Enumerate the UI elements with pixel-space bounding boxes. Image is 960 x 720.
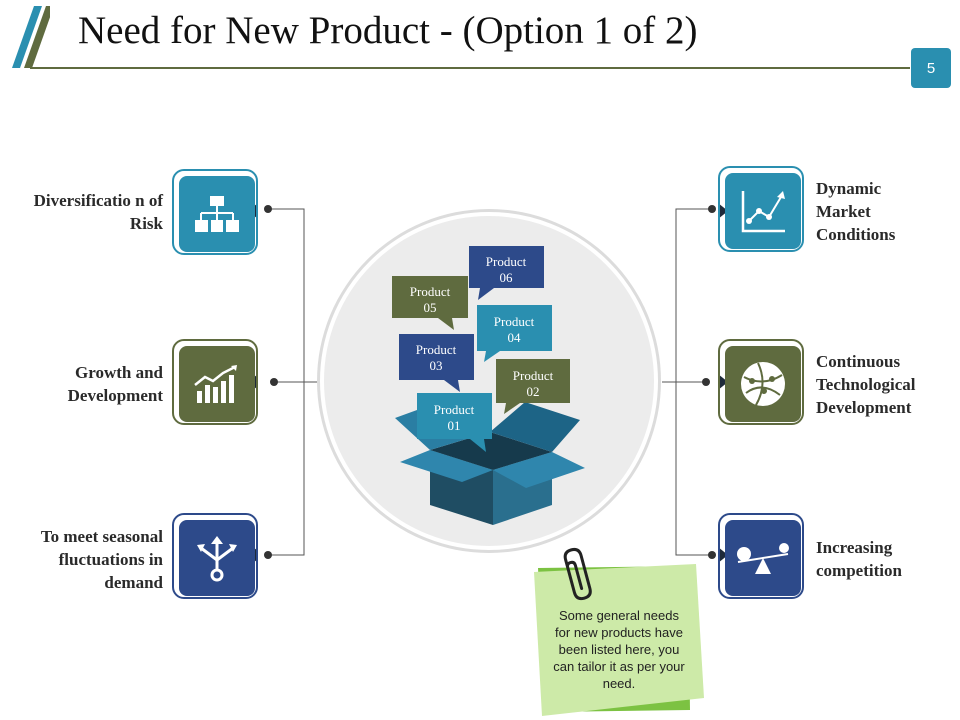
svg-text:04: 04 (508, 330, 522, 345)
bubble-product-03: Product 03 (399, 334, 474, 392)
bubble-product-04: Product 04 (477, 305, 552, 362)
open-box (395, 398, 585, 525)
center-product-illustration: Product 06 Product 05 Product 04 Product… (317, 209, 661, 553)
page-title: Need for New Product - (Option 1 of 2) (78, 9, 698, 52)
bubble-product-02: Product 02 (496, 359, 570, 414)
svg-text:03: 03 (430, 358, 443, 373)
label-growth-and-development: Growth and Development (67, 363, 163, 405)
growth-chart-icon (194, 365, 237, 403)
tile-competition (718, 513, 804, 599)
svg-text:Product: Product (513, 368, 554, 383)
sticky-note-text: Some general needs for new products have… (553, 608, 685, 691)
tile-growth (172, 339, 258, 425)
header-accent-stripes (12, 6, 50, 68)
tile-diversification (172, 169, 258, 255)
svg-text:Product: Product (410, 284, 451, 299)
label-seasonal-fluctuations: To meet seasonal fluctuations in demand (40, 527, 163, 592)
svg-text:02: 02 (527, 384, 540, 399)
svg-text:01: 01 (448, 418, 461, 433)
label-increasing-competition: Increasing competition (816, 538, 902, 580)
svg-text:Product: Product (434, 402, 475, 417)
svg-text:Product: Product (486, 254, 527, 269)
split-arrows-icon (197, 536, 237, 582)
globe-network-icon (741, 362, 785, 406)
header-underline (30, 67, 910, 69)
label-diversification-of-risk: Diversificatio n of Risk (33, 191, 163, 233)
tile-dynamic-market (718, 166, 804, 252)
svg-text:Product: Product (416, 342, 457, 357)
line-chart-icon (741, 191, 785, 233)
svg-text:06: 06 (500, 270, 514, 285)
label-continuous-technological-development: Continuous Technological Development (816, 352, 916, 417)
svg-text:05: 05 (424, 300, 437, 315)
seesaw-icon (737, 543, 789, 574)
hierarchy-icon (195, 196, 239, 232)
bubble-product-05: Product 05 (392, 276, 468, 330)
label-dynamic-market-conditions: Dynamic Market Conditions (816, 179, 896, 244)
bubble-product-01: Product 01 (417, 393, 492, 452)
paperclip-icon (563, 547, 592, 601)
bubble-product-06: Product 06 (469, 246, 544, 300)
sticky-note-shape (534, 564, 704, 716)
svg-text:Product: Product (494, 314, 535, 329)
page-number-badge: 5 (911, 48, 951, 88)
tile-technological (718, 339, 804, 425)
tile-seasonal (172, 513, 258, 599)
